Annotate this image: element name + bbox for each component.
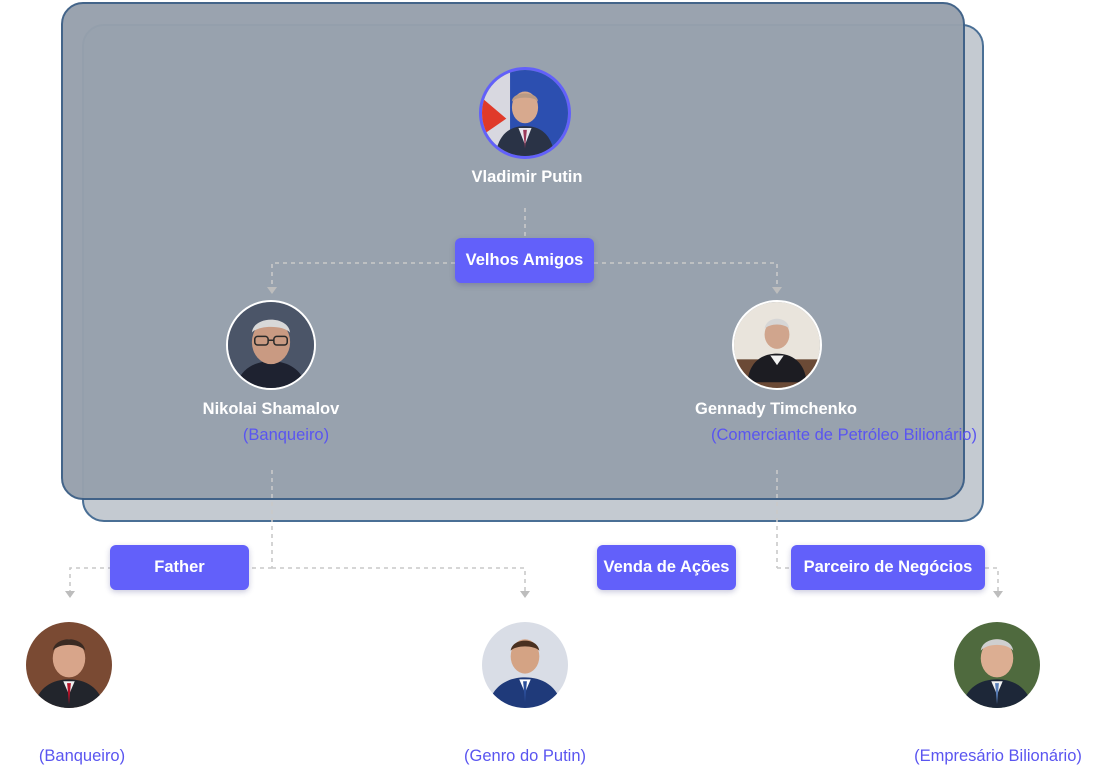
name-putin: Vladimir Putin — [472, 168, 583, 187]
relation-venda-de-acoes-label: Venda de Ações — [604, 558, 730, 577]
relation-father-label: Father — [154, 558, 204, 577]
relation-velhos-amigos-label: Velhos Amigos — [466, 251, 584, 270]
avatar-timchenko — [732, 300, 822, 390]
arrow-bottom-center — [520, 591, 530, 598]
arrow-shamalov — [267, 287, 277, 294]
avatar-bottom-right — [952, 620, 1042, 710]
relation-venda-de-acoes[interactable]: Venda de Ações — [597, 545, 736, 590]
name-timchenko: Gennady Timchenko — [695, 400, 857, 419]
avatar-putin — [479, 67, 571, 159]
relation-parceiro-de-negocios-label: Parceiro de Negócios — [804, 558, 973, 577]
role-timchenko: (Comerciante de Petróleo Bilionário) — [711, 426, 977, 445]
link-velhos-to-shamalov — [272, 263, 455, 288]
name-shamalov: Nikolai Shamalov — [203, 400, 340, 419]
arrow-bottom-left — [65, 591, 75, 598]
portrait-bottom-right-icon — [954, 622, 1040, 708]
portrait-bottom-center-icon — [482, 622, 568, 708]
avatar-shamalov — [226, 300, 316, 390]
arrow-bottom-right — [993, 591, 1003, 598]
avatar-bottom-left — [24, 620, 114, 710]
relation-father[interactable]: Father — [110, 545, 249, 590]
relation-parceiro-de-negocios[interactable]: Parceiro de Negócios — [791, 545, 985, 590]
avatar-bottom-center — [480, 620, 570, 710]
portrait-bottom-left-icon — [26, 622, 112, 708]
role-bottom-right: (Empresário Bilionário) — [914, 747, 1082, 766]
role-shamalov: (Banqueiro) — [243, 426, 329, 445]
relation-velhos-amigos[interactable]: Velhos Amigos — [455, 238, 594, 283]
portrait-shamalov-icon — [228, 302, 314, 388]
arrow-timchenko — [772, 287, 782, 294]
link-velhos-to-timchenko — [594, 263, 777, 288]
portrait-putin-icon — [482, 70, 568, 156]
role-bottom-left: (Banqueiro) — [39, 747, 125, 766]
link-venda — [272, 568, 525, 592]
role-bottom-center: (Genro do Putin) — [464, 747, 586, 766]
portrait-timchenko-icon — [734, 302, 820, 388]
